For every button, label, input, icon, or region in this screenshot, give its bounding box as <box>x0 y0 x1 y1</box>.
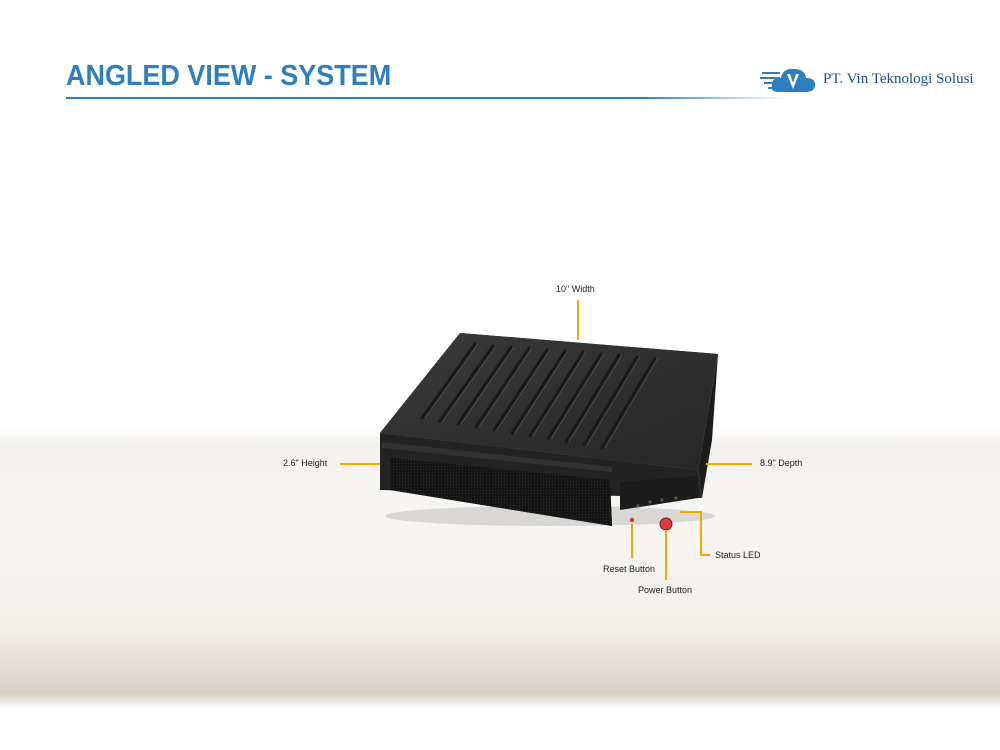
company-name: PT. Vin Teknologi Solusi <box>823 71 974 87</box>
cloud-v-logo-icon <box>760 68 816 92</box>
depth-callout-line <box>706 463 752 465</box>
reset-button-callout-label: Reset Button <box>603 564 656 574</box>
depth-callout-label: 8.9" Depth <box>760 458 803 468</box>
mini-server-device <box>380 333 718 530</box>
status-led-callout-label: Status LED <box>715 550 761 560</box>
width-callout-line <box>577 300 579 340</box>
power-button-callout-line <box>665 530 667 580</box>
power-button-callout-label: Power Button <box>638 585 693 595</box>
status-led-callout-line-v <box>700 511 702 555</box>
title-underline <box>66 97 786 99</box>
height-callout-label: 2.6" Height <box>283 458 328 468</box>
reset-button-callout-line <box>631 524 633 558</box>
company-logo: PT. Vin Teknologi Solusi <box>760 62 990 98</box>
status-led-callout-line-h1 <box>680 511 702 513</box>
platform-edge <box>0 636 1000 702</box>
slide-title: ANGLED VIEW - SYSTEM <box>66 60 392 92</box>
height-callout-line <box>340 463 380 465</box>
status-led-callout-line-h2 <box>700 554 710 556</box>
width-callout-label: 10" Width <box>556 284 595 294</box>
